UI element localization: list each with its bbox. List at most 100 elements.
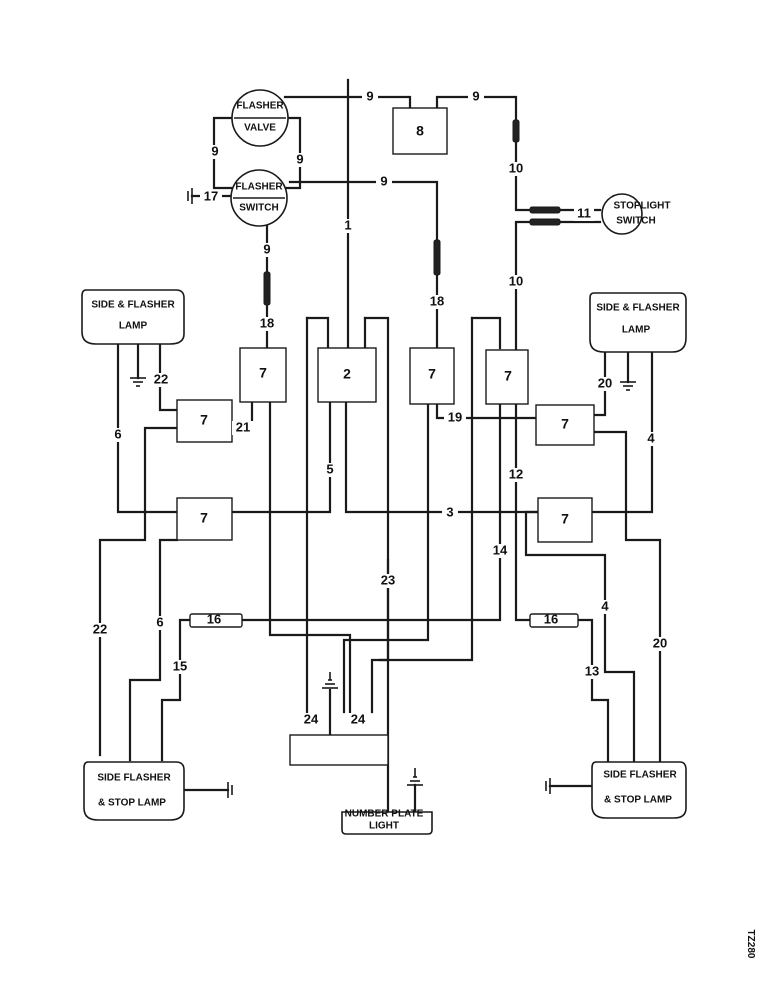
- wire-label: 22: [154, 371, 168, 386]
- inline-connector-18-right: [433, 239, 441, 276]
- wire-19: [435, 400, 538, 420]
- wire-label: 9: [366, 88, 373, 103]
- side-flasher-stop-lamp-right: [591, 761, 687, 819]
- side-flasher-stop-lamp-right-label-1: SIDE FLASHER: [603, 770, 677, 781]
- wire-6-left: [116, 338, 179, 514]
- side-flasher-lamp-right-label-1: SIDE & FLASHER: [596, 303, 680, 314]
- switches: FLASHER VALVE FLASHER SWITCH STOPLIGHT S…: [230, 89, 671, 235]
- wire-label: 23: [381, 572, 395, 587]
- side-flasher-stop-lamp-left-label-1: SIDE FLASHER: [97, 773, 171, 784]
- connector-7-d: [176, 399, 233, 443]
- center-trunk-left: [305, 316, 330, 350]
- side-flasher-lamp-left-label-1: SIDE & FLASHER: [91, 300, 175, 311]
- side-flasher-stop-lamp-right-label-2: & STOP LAMP: [604, 795, 672, 806]
- wire-label: 21: [236, 419, 250, 434]
- inline-connector-16-right: [529, 613, 579, 628]
- inline-connector-11a: [529, 206, 561, 214]
- connector-7-c-label: 7: [504, 368, 512, 384]
- wire-labels: 9 9 9 9 9 9 1 10 10 11 17 18 18 22 20 6 …: [89, 88, 671, 727]
- wire-13-right: [576, 618, 610, 764]
- wire-7r-down: [342, 402, 430, 714]
- wire-label: 9: [211, 143, 218, 158]
- inline-connector-16-left: [189, 613, 243, 628]
- connector-7-a: [239, 347, 287, 403]
- wire-label: 19: [448, 409, 462, 424]
- inline-connector-10: [512, 119, 520, 143]
- connector-7-e: [176, 497, 233, 541]
- connector-7-b: [409, 347, 455, 405]
- wire-label: 12: [509, 466, 523, 481]
- stoplight-switch-label-2: SWITCH: [616, 216, 655, 227]
- connector-7-g-label: 7: [561, 511, 569, 527]
- wire-label: 4: [647, 430, 655, 445]
- inline-connector-11b: [529, 218, 561, 226]
- connector-block-24: [289, 734, 389, 766]
- ground-icon: [620, 381, 636, 391]
- wire-20-right-top: [593, 348, 607, 417]
- flasher-switch-label-1: FLASHER: [235, 182, 283, 193]
- wire-label: 15: [173, 658, 187, 673]
- side-flasher-lamp-right-label-2: LAMP: [622, 325, 651, 336]
- wire-label: 17: [204, 188, 218, 203]
- side-flasher-lamp-left: [81, 289, 185, 345]
- wire-label: 14: [493, 542, 508, 557]
- wire-label: 9: [380, 173, 387, 188]
- figure-reference: TZ280: [745, 930, 756, 959]
- box-8: [392, 107, 448, 155]
- side-flasher-lamp-left-label-2: LAMP: [119, 321, 148, 332]
- connector-7-f: [535, 404, 595, 446]
- wire-label: 1: [344, 217, 351, 232]
- connector-2-label: 2: [343, 366, 351, 382]
- wire-label: 3: [446, 504, 453, 519]
- flasher-valve-label-2: VALVE: [244, 123, 276, 134]
- flasher-valve-label-1: FLASHER: [236, 101, 284, 112]
- wire-label: 5: [326, 461, 333, 476]
- ground-icon: [130, 377, 146, 387]
- wire-label: 16: [544, 611, 558, 626]
- inline-connectors: [189, 119, 579, 628]
- connector-7-f-label: 7: [561, 416, 569, 432]
- wire-label: 18: [430, 293, 444, 308]
- stoplight-switch-label-1: STOPLIGHT: [613, 201, 670, 212]
- wire-label: 10: [509, 273, 523, 288]
- wire-7-down: [268, 400, 352, 714]
- ground-symbols: [130, 188, 636, 798]
- ground-icon: [407, 768, 423, 786]
- side-flasher-stop-lamp-left-label-2: & STOP LAMP: [98, 798, 166, 809]
- wire-4-right: [590, 348, 654, 514]
- connector-7-g: [537, 497, 593, 543]
- wire-label: 10: [509, 160, 523, 175]
- connector-2: [317, 347, 377, 403]
- wire-9-mid: [288, 180, 439, 242]
- wire-label: 6: [114, 426, 121, 441]
- wire-label: 20: [653, 635, 667, 650]
- stoplight-switch: [601, 193, 643, 235]
- wire-label: 9: [263, 241, 270, 256]
- wire-3: [344, 400, 540, 514]
- connector-7-a-label: 7: [259, 365, 267, 381]
- wire-label: 4: [601, 598, 609, 613]
- wire-label: 22: [93, 621, 107, 636]
- wire-label: 24: [304, 711, 319, 726]
- wire-5: [230, 400, 332, 514]
- number-plate-light-label-1: NUMBER PLATE: [345, 809, 424, 820]
- box-8-label: 8: [416, 123, 424, 139]
- right-trunk: [470, 316, 502, 350]
- wire-label: 13: [585, 663, 599, 678]
- number-plate-light: [341, 811, 433, 835]
- wire-22-left: [98, 426, 179, 757]
- ground-icon: [322, 672, 338, 689]
- components: 8 7 2 7 7 7 7 7 7: [176, 107, 595, 766]
- connector-7-c: [485, 349, 529, 405]
- wire-9-top: [283, 95, 412, 110]
- wire-6-left-down: [128, 538, 179, 762]
- wire-14: [240, 402, 502, 622]
- connector-7-d-label: 7: [200, 412, 208, 428]
- wires: [98, 78, 662, 814]
- right-trunk-2: [378, 316, 474, 662]
- inline-connector-18-left: [263, 271, 271, 306]
- wire-label: 16: [207, 611, 221, 626]
- wire-label: 9: [472, 88, 479, 103]
- wire-label: 9: [296, 151, 303, 166]
